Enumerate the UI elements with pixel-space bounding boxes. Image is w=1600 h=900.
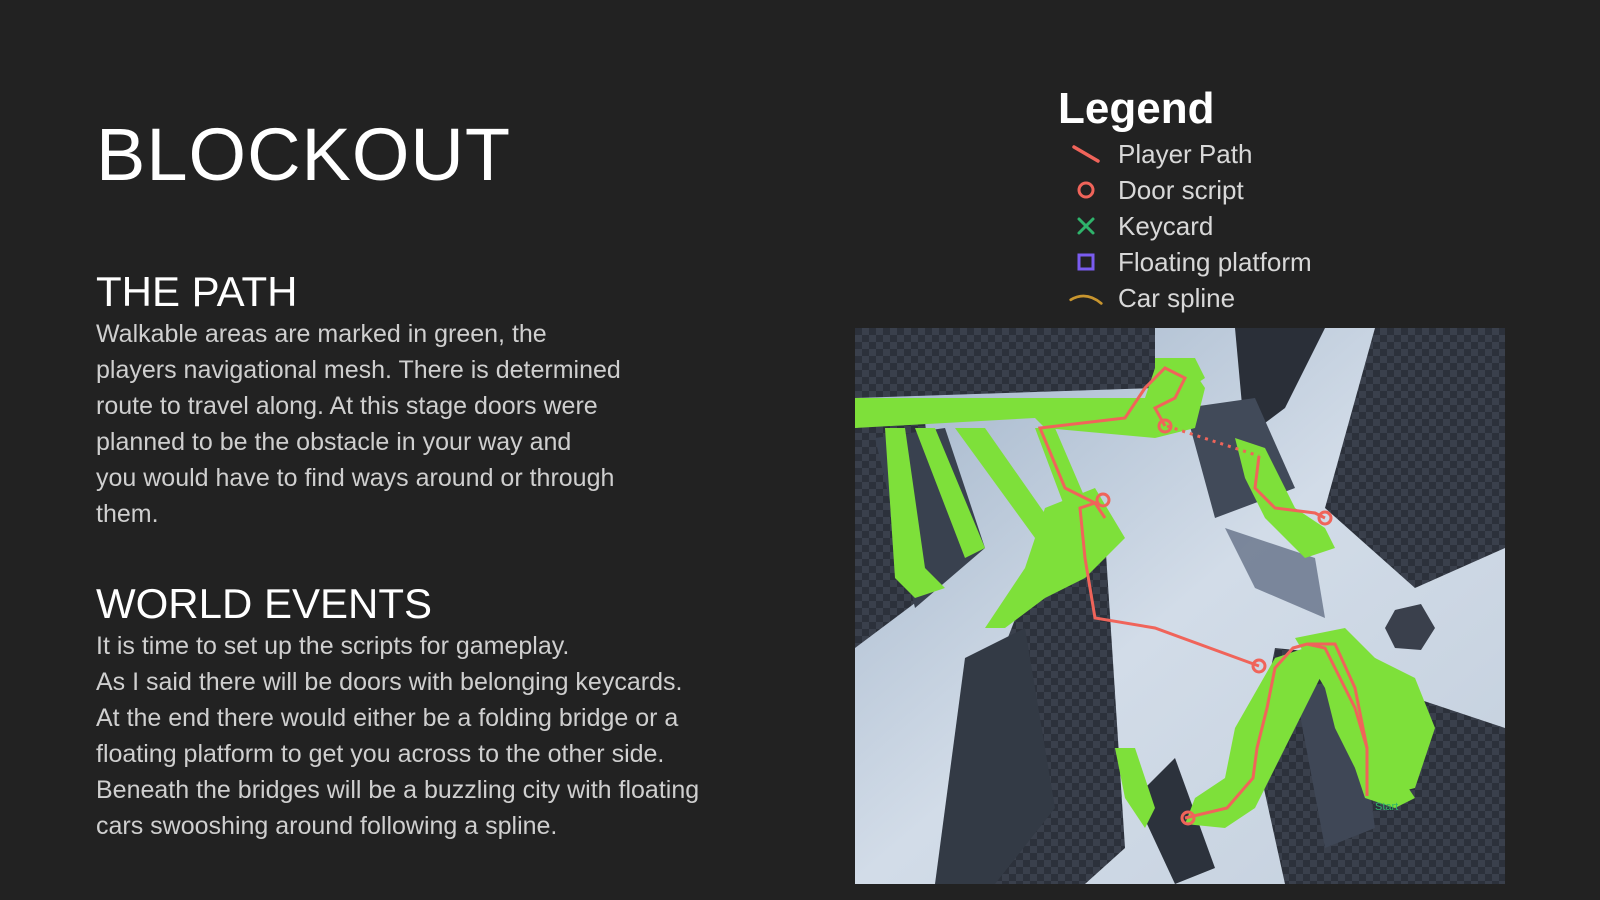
body-line: you would have to find ways around or th…	[96, 464, 615, 492]
legend-label: Door script	[1118, 174, 1244, 205]
legend-label: Car spline	[1118, 282, 1236, 313]
blockout-map: Start	[855, 328, 1505, 884]
legend-item-keycard: Keycard	[1068, 208, 1312, 244]
legend: Player Path Door script Keycard Floating…	[1068, 136, 1312, 316]
body-line: Beneath the bridges will be a buzzling c…	[96, 776, 700, 804]
legend-item-floating-platform: Floating platform	[1068, 244, 1312, 280]
player-path-segment	[1037, 366, 1188, 505]
legend-title: Legend	[1058, 84, 1215, 133]
body-line: At the end there would either be a foldi…	[96, 704, 679, 732]
door-script-marker	[1180, 810, 1196, 826]
body-line: floating platform to get you across to t…	[96, 740, 665, 768]
legend-label: Keycard	[1118, 210, 1214, 241]
body-line: cars swooshing around following a spline…	[96, 812, 558, 840]
door-script-marker	[1251, 658, 1267, 674]
door-script-marker	[1095, 492, 1111, 508]
section-heading-world-events: WORLD EVENTS	[96, 580, 433, 627]
floating-platform-block	[1385, 604, 1435, 650]
legend-label: Floating platform	[1118, 246, 1312, 277]
body-line: them.	[96, 500, 159, 528]
body-line: planned to be the obstacle in your way a…	[96, 428, 572, 456]
body-line: Walkable areas are marked in green, the	[96, 320, 547, 348]
curve-icon	[1068, 280, 1104, 316]
section-body-world-events: It is time to set up the scripts for gam…	[96, 628, 699, 844]
body-line: It is time to set up the scripts for gam…	[96, 632, 570, 660]
bridge-dotted-line	[1166, 424, 1260, 458]
cross-icon	[1068, 208, 1104, 244]
square-icon	[1068, 244, 1104, 280]
body-line: route to travel along. At this stage doo…	[96, 392, 598, 420]
door-script-marker	[1157, 418, 1173, 434]
player-path-segment	[1307, 642, 1369, 749]
body-line: players navigational mesh. There is dete…	[96, 356, 621, 384]
legend-item-car-spline: Car spline	[1068, 280, 1312, 316]
circle-icon	[1068, 172, 1104, 208]
door-script-marker	[1317, 510, 1333, 526]
legend-label: Player Path	[1118, 138, 1253, 169]
slide-title: BLOCKOUT	[96, 113, 512, 196]
legend-item-player-path: Player Path	[1068, 136, 1312, 172]
door-scripts	[1095, 418, 1333, 826]
legend-item-door-script: Door script	[1068, 172, 1312, 208]
section-heading-path: THE PATH	[96, 268, 298, 315]
line-icon	[1068, 136, 1104, 172]
section-body-path: Walkable areas are marked in green, the …	[96, 316, 621, 532]
player-path-segment	[1184, 642, 1369, 820]
start-label: Start	[1375, 801, 1398, 813]
map-svg: Start	[855, 328, 1505, 884]
body-line: As I said there will be doors with belon…	[96, 668, 683, 696]
